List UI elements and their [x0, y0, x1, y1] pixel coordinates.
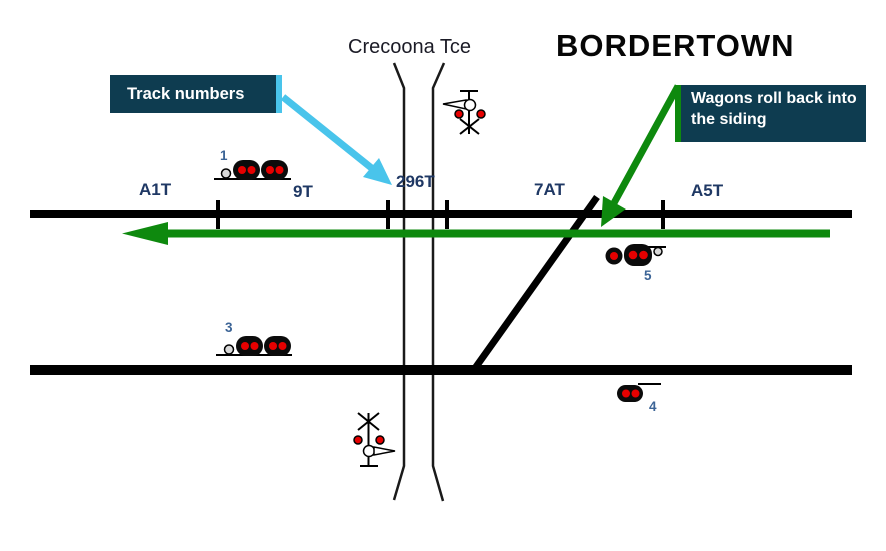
track-section-ticks	[216, 200, 665, 229]
track-label-a5t: A5T	[691, 181, 724, 200]
callout-track-numbers: Track numbers	[110, 75, 282, 113]
signal-1-number: 1	[220, 148, 228, 163]
level-crossing-signal-bottom-icon	[353, 412, 396, 467]
callout-track-numbers-label: Track numbers	[127, 84, 245, 103]
road-outline	[392, 62, 446, 502]
main-track-line	[30, 210, 852, 218]
signal-5-icon	[605, 244, 666, 266]
loop-track-line	[30, 365, 852, 375]
siding-diagonal-track	[470, 194, 600, 374]
signal-4-icon	[617, 383, 661, 402]
level-crossing-signal-top-icon	[442, 90, 486, 135]
signal-1-icon	[214, 160, 291, 180]
callout-wagons-label: Wagons roll back into the siding	[691, 90, 857, 128]
track-label-9t: 9T	[293, 182, 313, 201]
signal-3-icon	[216, 336, 292, 356]
track-numbers-pointer-arrow	[280, 94, 392, 185]
green-direction-arrow	[122, 222, 830, 245]
signal-4-number: 4	[649, 399, 657, 414]
callout-wagons-roll-back: Wagons roll back into the siding	[675, 85, 866, 142]
track-label-296t: 296T	[396, 172, 435, 191]
track-label-a1t: A1T	[139, 180, 172, 199]
street-name-label: Crecoona Tce	[348, 36, 472, 58]
wagons-pointer-arrow	[601, 84, 682, 227]
signal-3-number: 3	[225, 320, 233, 335]
signal-5-number: 5	[644, 268, 652, 283]
page-title: BORDERTOWN	[556, 28, 795, 63]
track-label-7at: 7AT	[534, 180, 565, 199]
